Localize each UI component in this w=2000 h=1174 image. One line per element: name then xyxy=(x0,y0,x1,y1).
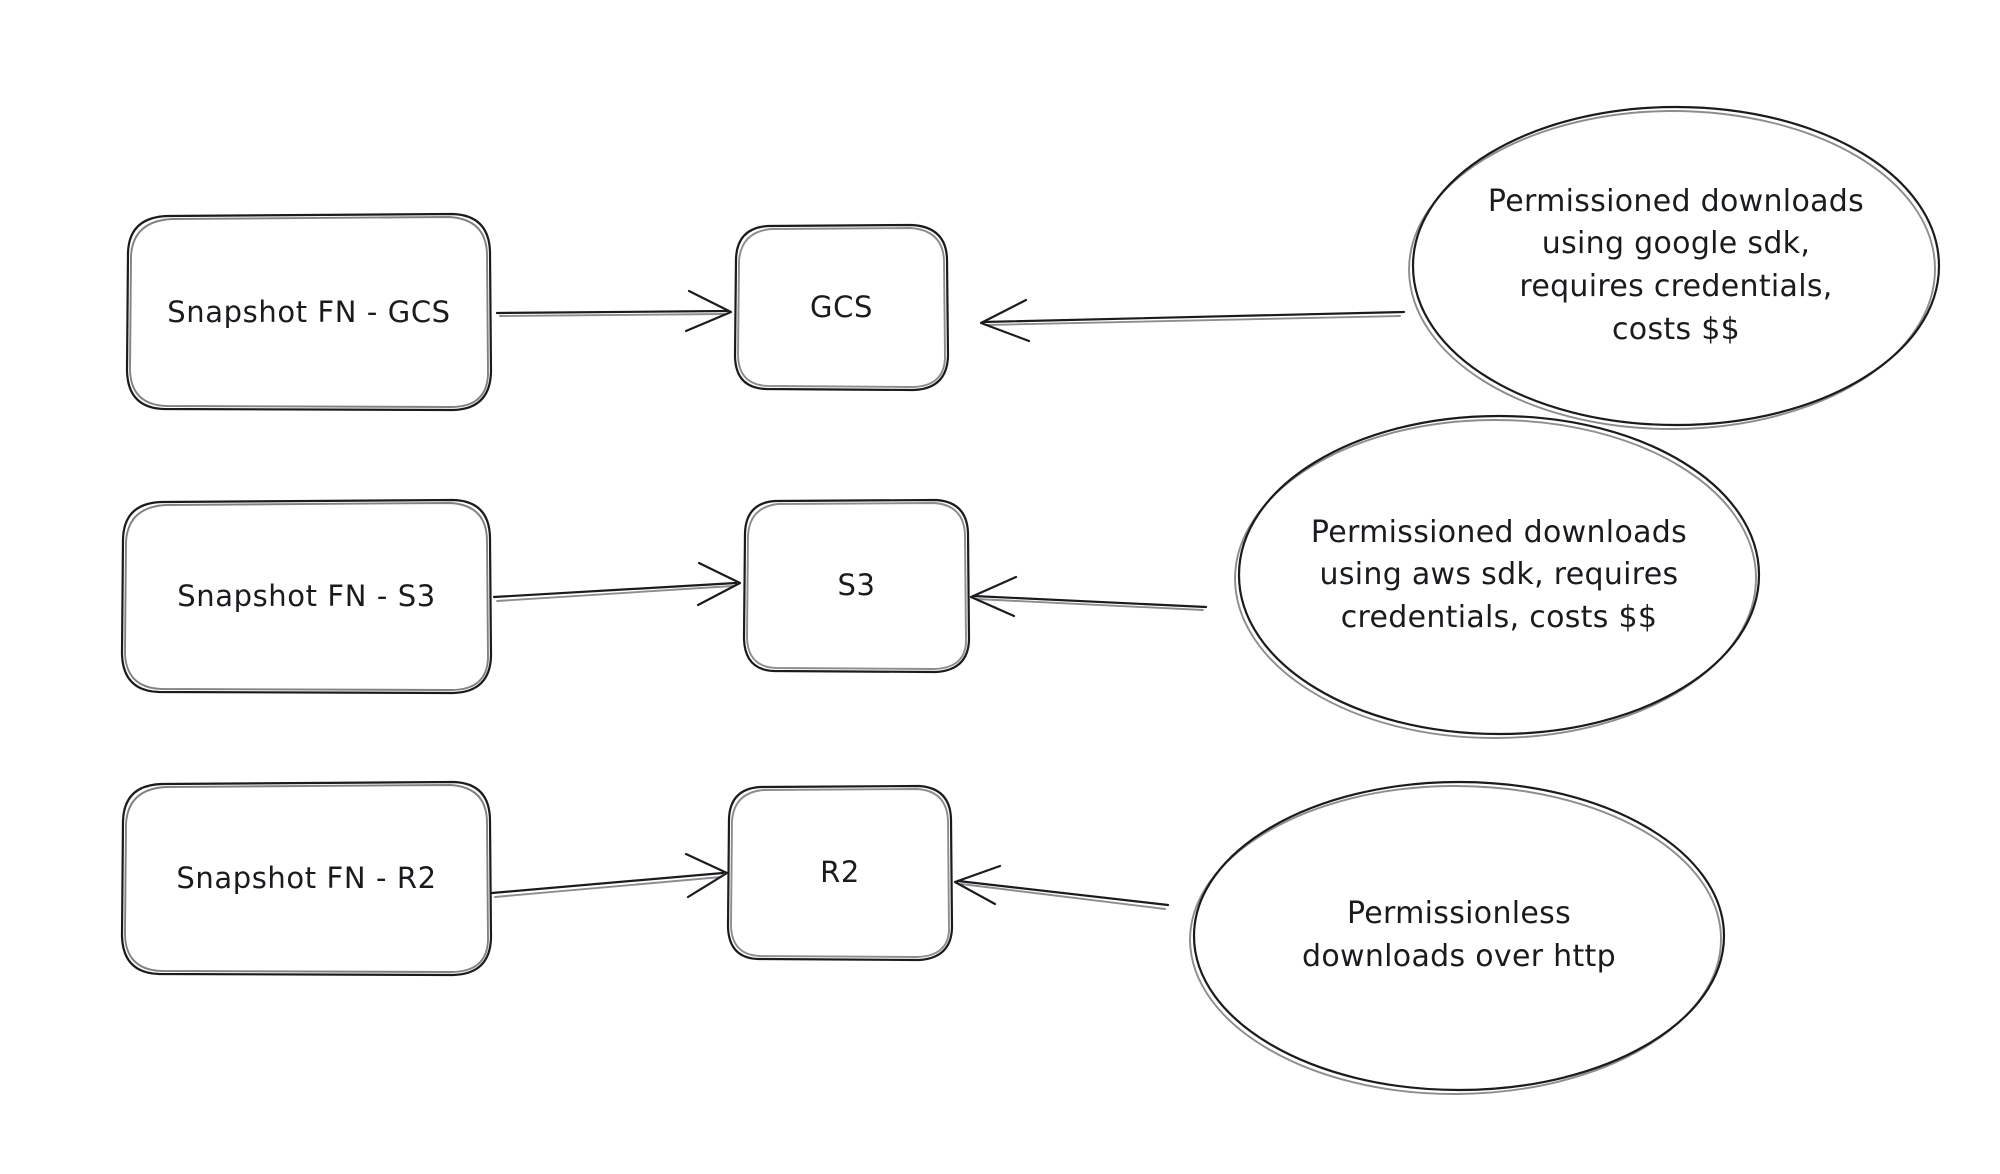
arrow-snapshot-r2-to-r2 xyxy=(490,852,729,899)
node-snapshot-fn-r2-shape[interactable] xyxy=(120,780,493,977)
ellipse-note-r2-shape[interactable] xyxy=(1189,780,1726,1095)
node-gcs-shape[interactable] xyxy=(733,223,950,392)
arrow-note-s3-to-s3 xyxy=(969,575,1208,618)
node-r2-shape[interactable] xyxy=(726,784,954,962)
node-snapshot-fn-s3-shape[interactable] xyxy=(120,498,493,695)
node-s3-shape[interactable] xyxy=(742,498,971,674)
node-snapshot-fn-gcs-shape[interactable] xyxy=(125,212,493,412)
arrow-note-gcs-to-gcs xyxy=(979,298,1406,343)
arrow-snapshot-s3-to-s3 xyxy=(492,561,742,607)
arrow-snapshot-gcs-to-gcs xyxy=(495,289,733,333)
ellipse-note-gcs-shape[interactable] xyxy=(1408,105,1941,430)
arrow-note-r2-to-r2 xyxy=(953,864,1170,910)
ellipse-note-s3-shape[interactable] xyxy=(1234,414,1761,739)
